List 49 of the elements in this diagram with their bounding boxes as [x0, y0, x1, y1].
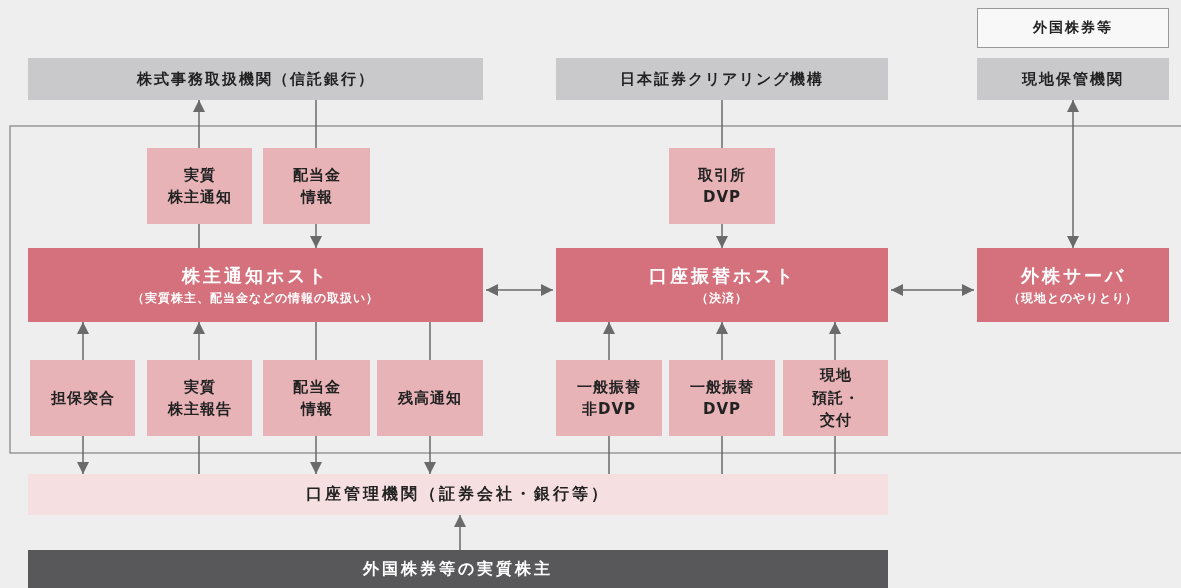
box-title: 口座振替ホスト	[648, 264, 796, 288]
connector-line	[834, 435, 836, 475]
host-box	[28, 248, 483, 322]
host-box	[556, 248, 888, 322]
category-box: 外国株券等	[977, 8, 1169, 48]
box-subtitle: （実質株主、配当金などの情報の取扱い）	[132, 291, 379, 306]
arrow	[193, 321, 205, 361]
arrow	[485, 284, 554, 296]
organization-box: 日本証券クリアリング機構	[556, 58, 888, 100]
organization-box: 現地保管機関	[977, 58, 1169, 100]
box-title: 外株サーバ	[1020, 264, 1126, 288]
data-box: 現地預託・交付	[783, 360, 888, 436]
connector-line	[721, 99, 723, 149]
connector-line	[198, 223, 200, 249]
data-box: 実質株主報告	[147, 360, 252, 436]
arrow	[1067, 99, 1079, 249]
shareholder-band: 外国株券等の実質株主	[28, 550, 888, 588]
host-box	[977, 248, 1169, 322]
data-box: 実質株主通知	[147, 148, 252, 224]
arrow	[193, 99, 205, 149]
arrow	[890, 284, 975, 296]
connector-line	[721, 435, 723, 475]
box-title: 株主通知ホスト	[182, 264, 329, 288]
organization-band: 口座管理機関（証券会社・銀行等）	[28, 474, 888, 515]
arrow	[77, 435, 89, 475]
data-box: 残高通知	[377, 360, 483, 436]
arrow	[454, 514, 466, 551]
arrow	[310, 223, 322, 249]
data-box: 一般振替DVP	[669, 360, 775, 436]
arrow	[829, 321, 841, 361]
arrow	[716, 321, 728, 361]
data-box: 取引所DVP	[669, 148, 775, 224]
arrow	[603, 321, 615, 361]
arrow	[77, 321, 89, 361]
arrow	[424, 435, 436, 475]
connector-line	[429, 321, 431, 361]
arrow	[310, 435, 322, 475]
box-subtitle: （決済）	[696, 291, 748, 306]
arrow	[716, 223, 728, 249]
connector-line	[198, 435, 200, 475]
data-box: 配当金情報	[263, 148, 370, 224]
data-box: 配当金情報	[263, 360, 370, 436]
box-subtitle: （現地とのやりとり）	[1008, 291, 1138, 306]
organization-box: 株式事務取扱機関（信託銀行）	[28, 58, 483, 100]
connector-line	[315, 321, 317, 361]
connector-line	[608, 435, 610, 475]
connector-line	[315, 99, 317, 149]
data-box: 担保突合	[30, 360, 135, 436]
data-box: 一般振替非DVP	[556, 360, 662, 436]
